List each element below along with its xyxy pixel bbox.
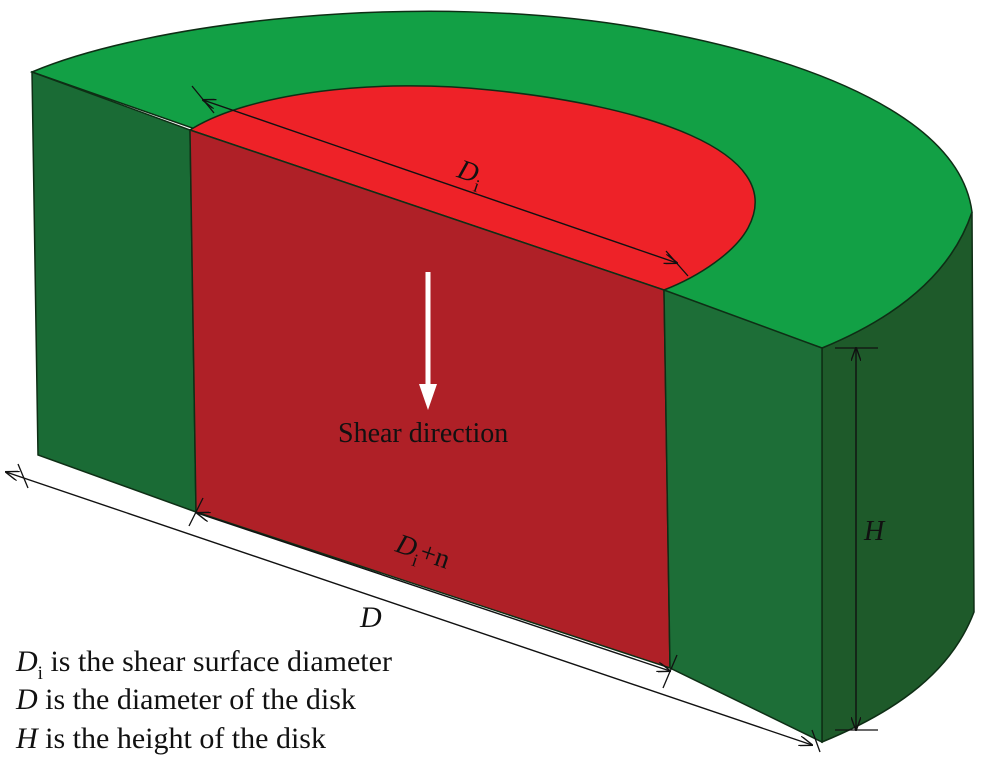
- left-cut-face: [31, 70, 197, 514]
- legend-line-2: D is the diameter of the disk: [15, 683, 356, 716]
- di-dimension-line: [203, 100, 677, 263]
- d-dimension-line: [6, 472, 812, 745]
- legend: Di is the shear surface diameter D is th…: [15, 645, 392, 755]
- right-cut-face: [663, 288, 823, 744]
- shear-direction-label: Shear direction: [338, 418, 508, 449]
- shear-direction-arrow-head: [419, 384, 437, 410]
- d-label: D: [359, 601, 382, 634]
- legend-line-1: Di is the shear surface diameter: [15, 645, 392, 684]
- legend-line-3: H is the height of the disk: [15, 722, 326, 755]
- h-label: H: [863, 516, 886, 547]
